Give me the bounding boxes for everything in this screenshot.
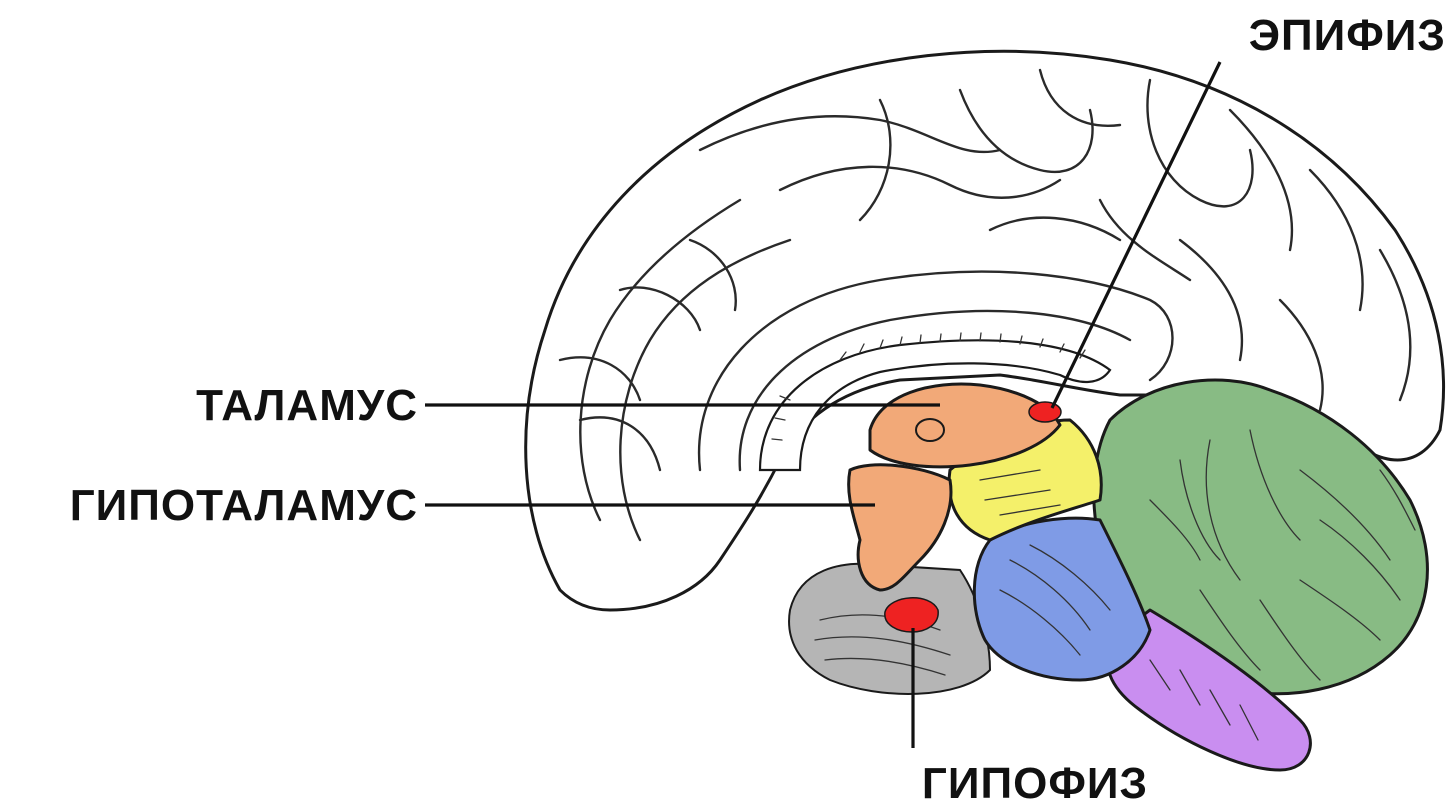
pituitary	[885, 598, 938, 632]
thalamus-label: ТАЛАМУС	[196, 381, 418, 430]
hypothalamus-label: ГИПОТАЛАМУС	[70, 481, 418, 530]
epiphysis-label: ЭПИФИЗ	[1249, 11, 1446, 60]
epiphysis	[1029, 402, 1061, 422]
pituitary-label: ГИПОФИЗ	[922, 759, 1148, 804]
